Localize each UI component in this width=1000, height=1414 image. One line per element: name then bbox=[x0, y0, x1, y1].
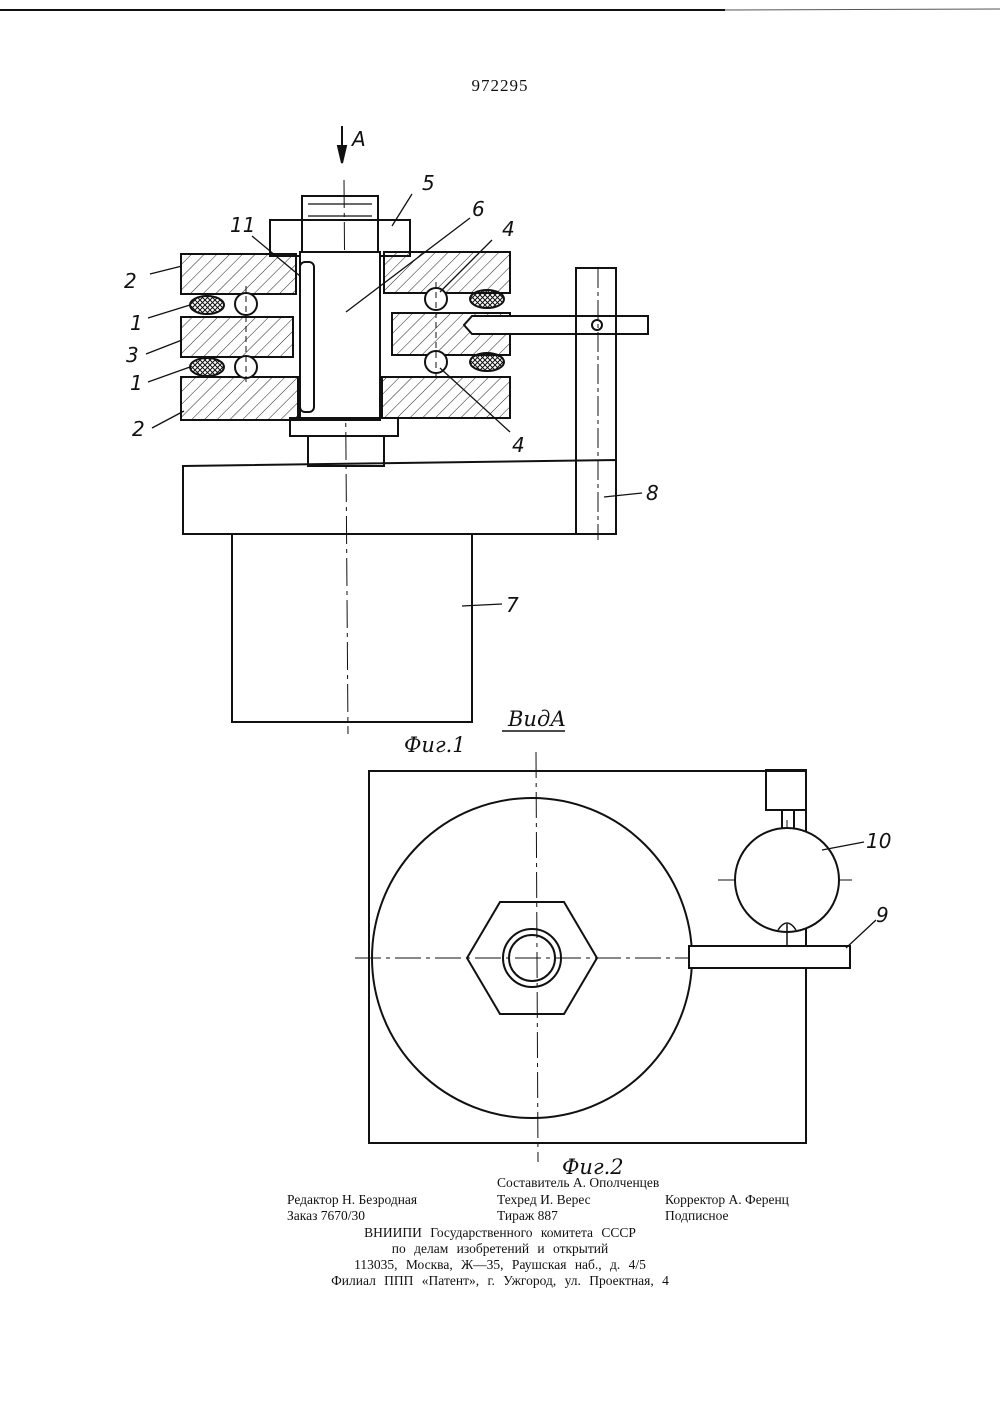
fig1-caption: Фиг.1 bbox=[404, 733, 466, 757]
label-9: 9 bbox=[876, 903, 889, 927]
label-8: 8 bbox=[646, 481, 659, 505]
ring-1-left-lower bbox=[190, 358, 224, 376]
figure-2 bbox=[355, 752, 876, 1162]
view-title: ВидА bbox=[507, 707, 566, 731]
bracket-post bbox=[576, 268, 616, 534]
section-arrow bbox=[338, 126, 346, 163]
org-line-3: 113035, Москва, Ж—35, Раушская наб., д. … bbox=[0, 1257, 1000, 1273]
label-5: 5 bbox=[422, 171, 435, 195]
label-2-bottom: 2 bbox=[132, 417, 145, 441]
label-4-bottom: 4 bbox=[512, 433, 525, 457]
dial-indicator-10 bbox=[735, 828, 839, 932]
nut-5 bbox=[270, 220, 410, 256]
order-line: Заказ 7670/30 bbox=[287, 1208, 365, 1224]
label-10: 10 bbox=[866, 829, 891, 853]
housing-7 bbox=[232, 534, 472, 722]
org-line-2: по делам изобретений и открытий bbox=[0, 1241, 1000, 1257]
label-2-top: 2 bbox=[124, 269, 137, 293]
bracket-8 bbox=[183, 460, 616, 534]
subscription-line: Подписное bbox=[665, 1208, 729, 1224]
section-marker-label: A bbox=[350, 127, 366, 151]
indicator-pin bbox=[464, 316, 648, 334]
indicator-holder bbox=[766, 770, 806, 810]
ring-1-right-lower bbox=[470, 353, 504, 371]
compiler-line: Составитель А. Ополченцев bbox=[497, 1175, 659, 1191]
editor-line: Редактор Н. Безродная bbox=[287, 1192, 417, 1208]
ring-1-left-upper bbox=[190, 296, 224, 314]
figure-1 bbox=[146, 126, 648, 734]
label-7: 7 bbox=[506, 593, 519, 617]
techred-line: Техред И. Верес bbox=[497, 1192, 591, 1208]
org-line-1: ВНИИПИ Государственного комитета СССР bbox=[0, 1225, 1000, 1241]
circulation-line: Тираж 887 bbox=[497, 1208, 558, 1224]
corrector-line: Корректор А. Ференц bbox=[665, 1192, 789, 1208]
ring-1-right-upper bbox=[470, 290, 504, 308]
bolt-6 bbox=[300, 252, 380, 420]
label-11: 11 bbox=[230, 213, 255, 237]
label-1-top: 1 bbox=[130, 311, 143, 335]
label-6: 6 bbox=[472, 197, 485, 221]
lever-9 bbox=[689, 946, 850, 968]
label-1-bottom: 1 bbox=[130, 371, 143, 395]
label-4-top: 4 bbox=[502, 217, 515, 241]
org-line-4: Филиал ППП «Патент», г. Ужгород, ул. Про… bbox=[0, 1273, 1000, 1289]
label-3: 3 bbox=[126, 343, 139, 367]
middle-plate-3 bbox=[181, 317, 293, 357]
